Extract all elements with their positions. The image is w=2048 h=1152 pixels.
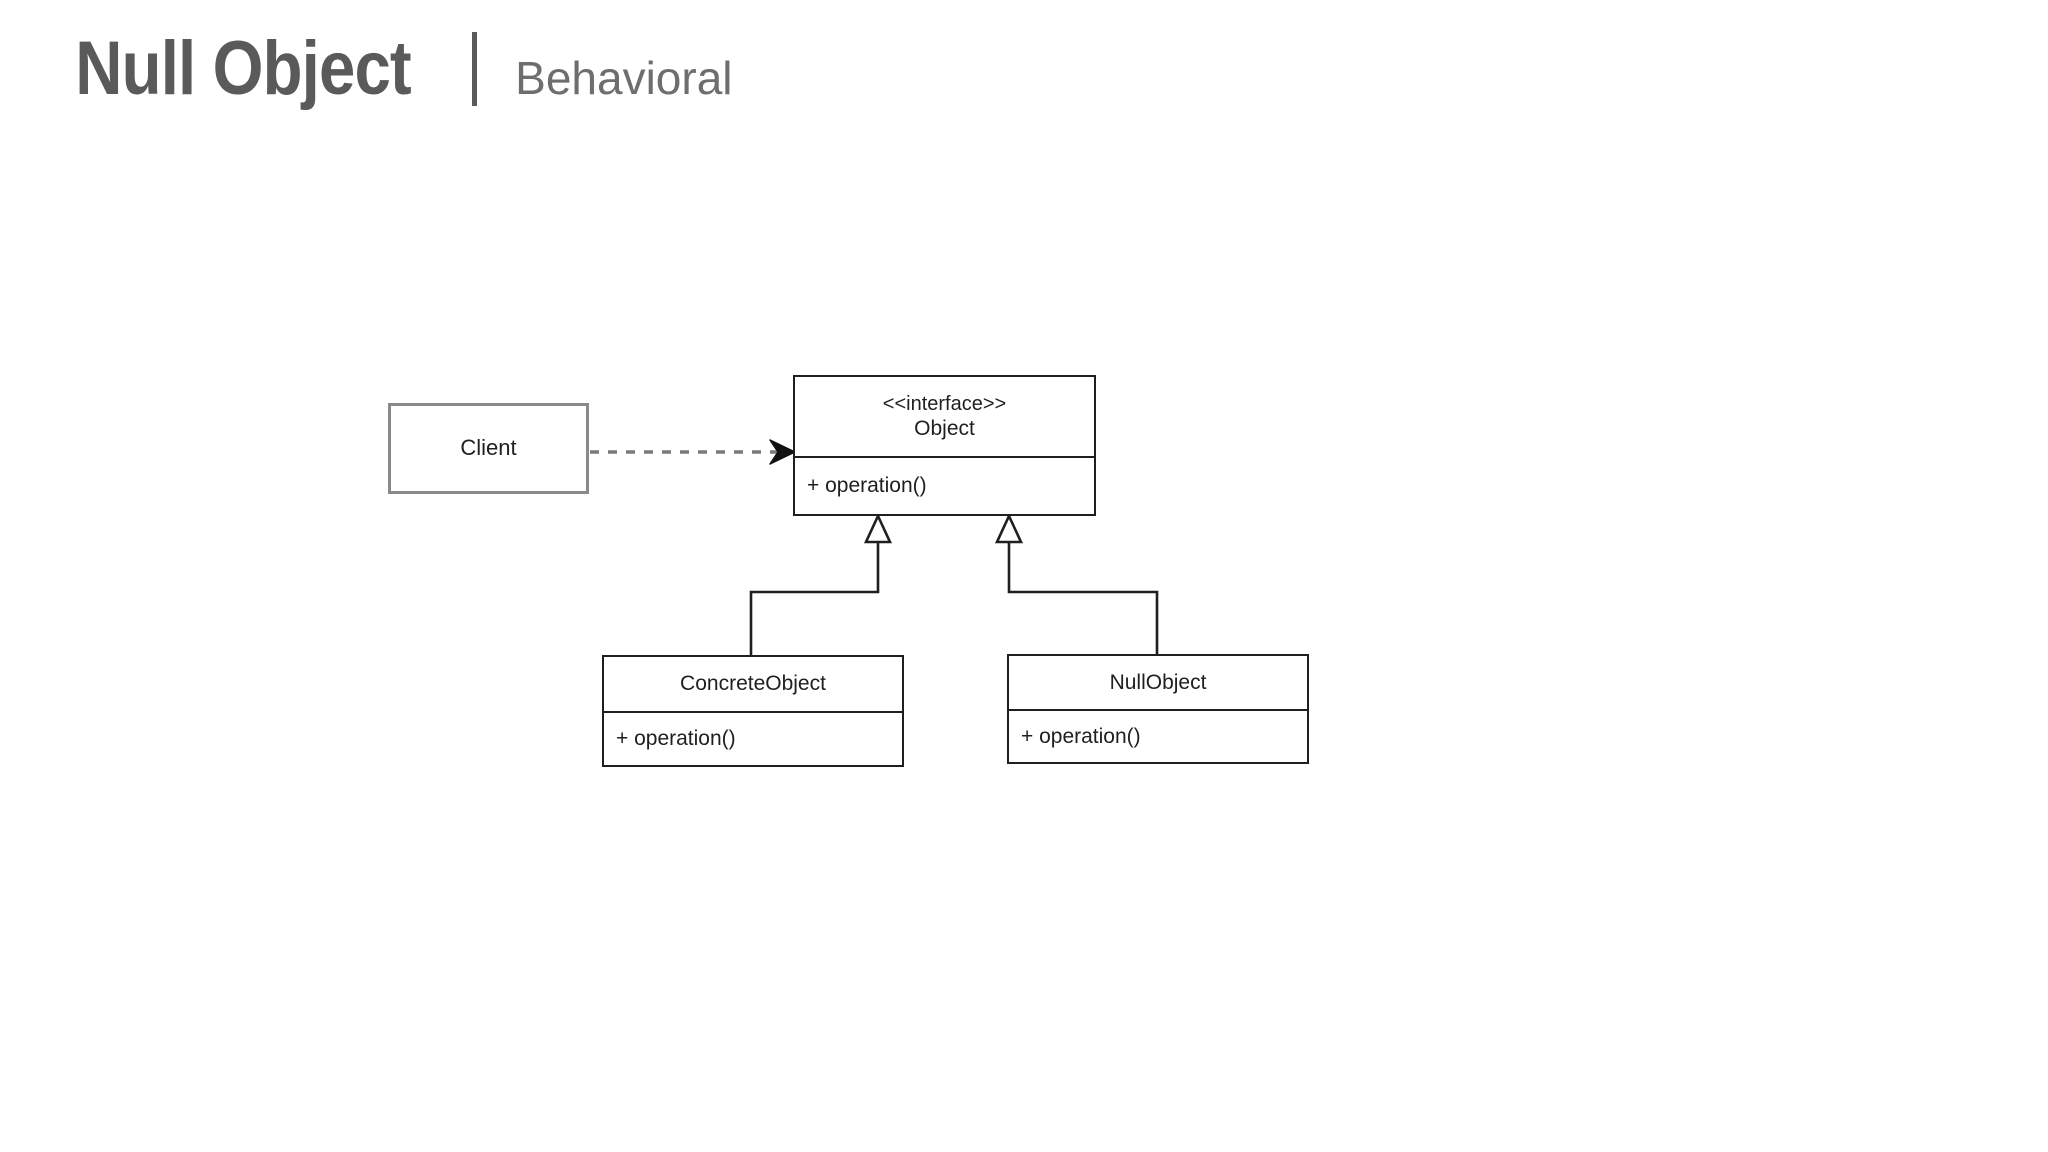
hollow-triangle-arrowhead-icon — [863, 512, 893, 544]
uml-class-client[interactable]: Client — [388, 403, 589, 494]
uml-stereotype-label: <<interface>> — [882, 392, 1007, 415]
generalization-line-right — [1007, 540, 1159, 654]
uml-class-name: NullObject — [1109, 670, 1207, 694]
uml-operations-compartment: + operation() — [604, 713, 902, 765]
uml-class-object[interactable]: <<interface>> Object + operation() — [793, 375, 1096, 516]
uml-class-name: ConcreteObject — [680, 672, 826, 696]
uml-class-name: Client — [460, 435, 517, 461]
uml-class-header: NullObject — [1009, 656, 1307, 711]
uml-operations-compartment: + operation() — [795, 458, 1094, 514]
uml-operation: + operation() — [807, 474, 927, 498]
hollow-triangle-arrowhead-icon — [994, 512, 1024, 544]
uml-operation: + operation() — [616, 727, 736, 751]
dependency-client-to-object — [590, 439, 796, 465]
generalization-nullobject-to-object — [994, 512, 1159, 654]
uml-class-concreteobject[interactable]: ConcreteObject + operation() — [602, 655, 904, 767]
page-title: Null Object — [75, 26, 411, 111]
generalization-concrete-to-object — [749, 512, 893, 655]
uml-operations-compartment: + operation() — [1009, 711, 1307, 762]
slide-header: Null Object Behavioral — [48, 20, 733, 111]
uml-class-nullobject[interactable]: NullObject + operation() — [1007, 654, 1309, 764]
uml-class-header: <<interface>> Object — [795, 377, 1094, 458]
generalization-line-left — [749, 540, 880, 655]
uml-class-header: ConcreteObject — [604, 657, 902, 713]
uml-operation: + operation() — [1021, 724, 1141, 748]
title-separator-bar — [472, 32, 478, 106]
dependency-arrowhead-icon — [769, 439, 796, 465]
uml-class-name: Object — [914, 416, 975, 440]
pattern-category-label: Behavioral — [515, 52, 733, 104]
